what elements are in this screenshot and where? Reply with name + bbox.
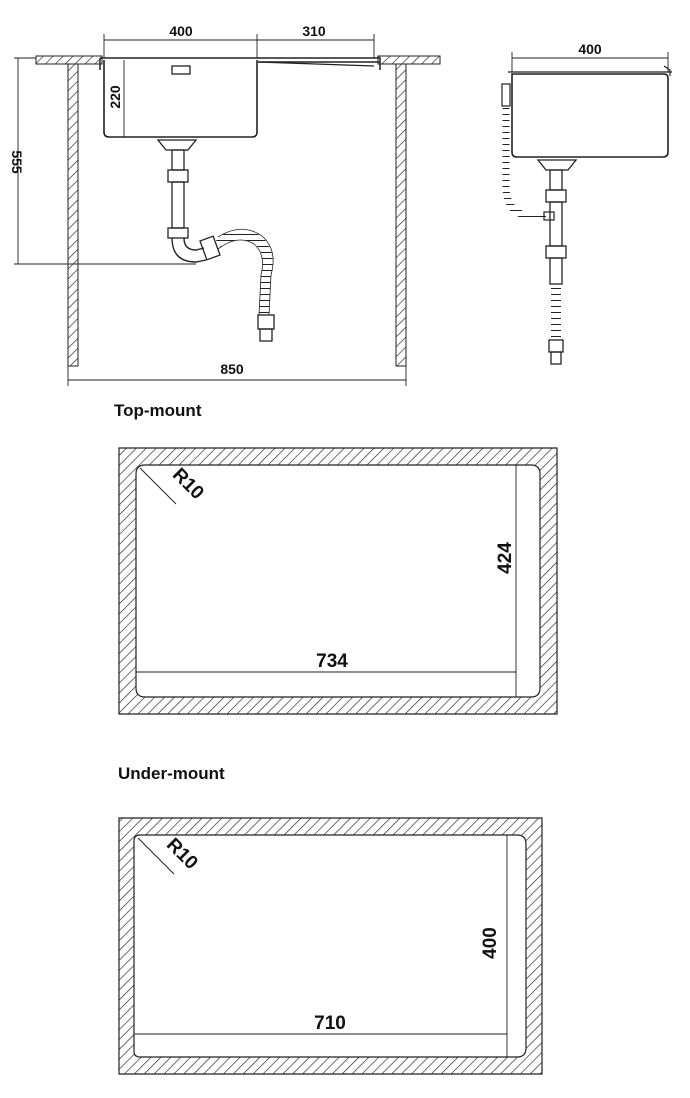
hose-end-nut bbox=[257, 314, 275, 330]
dim-cabinet-width-label: 850 bbox=[220, 361, 244, 377]
dim-under-width-label: 710 bbox=[314, 1013, 346, 1034]
trap-nut bbox=[167, 227, 189, 239]
under-mount-title: Under-mount bbox=[118, 764, 225, 783]
flex-hose-outline bbox=[217, 228, 274, 316]
cabinet-wall-right bbox=[395, 63, 407, 367]
end-drain-tail bbox=[549, 201, 563, 247]
sink-bowl bbox=[103, 60, 258, 138]
top-mount-diagram: Top-mount R10 734 424 bbox=[114, 401, 558, 715]
end-drain-nut bbox=[545, 189, 567, 203]
dim-line-cabinet-height bbox=[14, 57, 196, 265]
end-hose-end-nut bbox=[548, 339, 564, 353]
end-overflow-connector bbox=[543, 211, 555, 221]
end-overflow-hose bbox=[502, 108, 546, 220]
dim-top-width-label: 734 bbox=[316, 651, 348, 672]
end-drain-pipe bbox=[549, 169, 563, 191]
countertop-right bbox=[377, 55, 441, 65]
under-mount-radius-leader bbox=[137, 837, 175, 875]
top-mount-title: Top-mount bbox=[114, 401, 202, 420]
dim-drainboard-label: 310 bbox=[302, 23, 326, 39]
drainboard bbox=[257, 61, 375, 67]
dim-top-height-label: 424 bbox=[495, 542, 516, 574]
trap-outlet-nut bbox=[199, 235, 221, 261]
flex-hose bbox=[215, 229, 273, 316]
dim-under-height-label: 400 bbox=[480, 927, 501, 959]
hose-end-tail bbox=[259, 328, 273, 342]
trap-bend bbox=[171, 237, 207, 263]
dim-line-drainboard bbox=[257, 34, 375, 58]
dim-cabinet-height-label: 555 bbox=[9, 150, 25, 174]
end-strainer bbox=[536, 159, 578, 171]
dim-bowl-width-label: 400 bbox=[169, 23, 193, 39]
countertop-left bbox=[35, 55, 103, 65]
end-hose-end-tail bbox=[550, 351, 562, 365]
cabinet-wall-left bbox=[67, 63, 79, 367]
under-mount-frame bbox=[118, 817, 543, 1075]
top-mount-radius-label: R10 bbox=[168, 464, 207, 503]
dim-bowl-depth-label: 220 bbox=[107, 85, 123, 109]
side-view: 400 310 220 555 850 bbox=[9, 23, 441, 386]
end-flange bbox=[508, 65, 672, 76]
end-trap-body bbox=[549, 257, 563, 285]
top-mount-radius-leader bbox=[139, 467, 177, 505]
top-mount-frame bbox=[118, 447, 558, 715]
dim-line-bowl-width bbox=[103, 34, 258, 58]
dim-line-end-width bbox=[511, 52, 669, 72]
dim-end-width-label: 400 bbox=[578, 41, 602, 57]
drain-tail bbox=[171, 181, 185, 229]
sink-flange bbox=[99, 57, 381, 70]
drain-pipe bbox=[171, 149, 185, 171]
end-view: 400 bbox=[501, 41, 672, 365]
under-mount-diagram: Under-mount R10 710 400 bbox=[118, 764, 543, 1075]
end-trap-nut bbox=[545, 245, 567, 259]
strainer bbox=[156, 139, 198, 151]
end-bowl bbox=[511, 73, 669, 158]
end-overflow-fitting bbox=[501, 83, 511, 107]
overflow-slot bbox=[171, 65, 191, 75]
dim-line-cabinet-width bbox=[67, 366, 407, 386]
drain-nut bbox=[167, 169, 189, 183]
